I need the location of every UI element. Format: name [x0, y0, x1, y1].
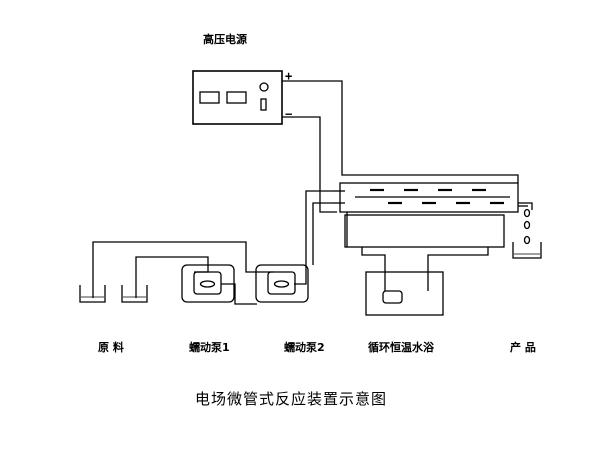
circulating-water-bath	[361, 247, 489, 316]
switch-icon	[260, 98, 267, 111]
power-supply-label: 高压电源	[203, 33, 247, 46]
raw-material-beaker-2	[121, 285, 148, 303]
droplet-icon	[523, 220, 531, 230]
peristaltic-pump-2	[255, 264, 309, 303]
figure-caption: 电场微管式反应装置示意图	[195, 390, 388, 408]
positive-terminal-sign: +	[285, 69, 293, 83]
pump1-label: 蠕动泵1	[189, 341, 230, 354]
water-bath-label: 循环恒温水浴	[368, 341, 434, 354]
raw-material-label: 原 料	[98, 341, 124, 354]
cooling-jacket	[344, 214, 505, 248]
raw-material-beaker-1	[79, 285, 106, 303]
voltage-display	[199, 91, 220, 104]
pump2-label: 蠕动泵2	[284, 341, 325, 354]
electrode-wires	[282, 80, 519, 213]
droplet-icon	[523, 208, 531, 218]
product-label: 产 品	[510, 341, 536, 354]
droplet-icon	[523, 235, 531, 245]
knob-icon	[259, 82, 269, 92]
feed-tubing	[92, 190, 333, 305]
product-collection	[512, 202, 542, 259]
peristaltic-pump-1	[181, 264, 235, 303]
microtube-reactor	[333, 182, 528, 248]
product-beaker	[512, 242, 542, 259]
high-voltage-power-supply	[192, 70, 283, 125]
electrode-marks	[370, 188, 504, 205]
current-display	[226, 91, 247, 104]
negative-terminal-sign: −	[285, 107, 293, 121]
